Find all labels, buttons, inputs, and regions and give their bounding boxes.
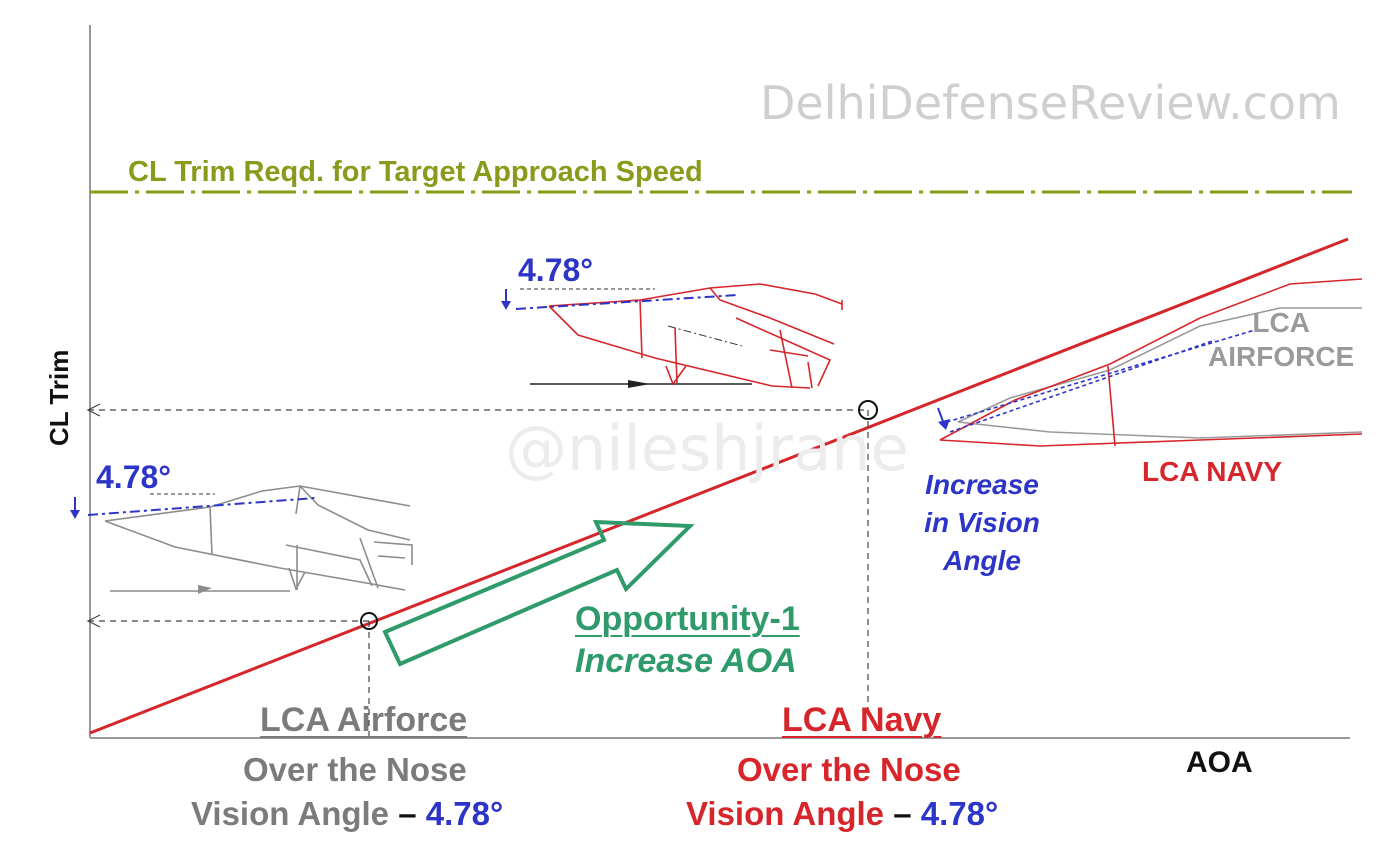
nose-vision-line-lower bbox=[949, 339, 1216, 433]
airforce-bottom-line2: Vision Angle – 4.78° bbox=[191, 797, 503, 830]
vision-increase-note: Increase in Vision Angle bbox=[924, 469, 1040, 576]
navy-bottom-line1: Over the Nose bbox=[737, 751, 961, 788]
navy-bottom-heading: LCA Navy bbox=[782, 701, 942, 739]
lca-navy-label: LCA NAVY bbox=[1142, 456, 1282, 487]
navy-body-axis bbox=[667, 325, 743, 347]
airforce-vision-angle-dash: – bbox=[398, 795, 417, 832]
nose-vision-line-upper bbox=[939, 329, 1256, 425]
y-axis-label: CL Trim bbox=[44, 349, 74, 446]
airforce-vision-line bbox=[87, 497, 316, 516]
navy-vision-angle-value: 4.78° bbox=[920, 795, 999, 832]
nose-frame-line bbox=[1107, 365, 1116, 447]
opportunity-arrow bbox=[382, 519, 695, 667]
airforce-bottom-heading: LCA Airforce bbox=[260, 701, 468, 739]
target-approach-label: CL Trim Reqd. for Target Approach Speed bbox=[128, 156, 703, 188]
cl-trim-trend-line bbox=[89, 237, 1349, 735]
navy-aircraft-sketch bbox=[548, 283, 843, 389]
navy-vision-line bbox=[515, 294, 739, 310]
navy-bottom-line2: Vision Angle – 4.78° bbox=[686, 797, 998, 830]
navy-nose-lower bbox=[939, 433, 1363, 447]
site-watermark: DelhiDefenseReview.com bbox=[760, 76, 1341, 130]
airforce-operating-point bbox=[360, 612, 378, 630]
navy-vision-angle-prefix: Vision Angle bbox=[686, 795, 885, 832]
handle-watermark: @nileshjrane bbox=[505, 412, 909, 485]
opportunity-subtitle: Increase AOA bbox=[575, 642, 797, 680]
airforce-bottom-line1: Over the Nose bbox=[243, 751, 467, 788]
airforce-aoa-arc bbox=[288, 567, 306, 592]
airforce-nose-outline bbox=[957, 307, 1362, 423]
vision-increase-arrowhead bbox=[938, 419, 950, 430]
nose-comparison-sketch bbox=[939, 278, 1363, 447]
airforce-velocity-arrow bbox=[198, 585, 212, 594]
navy-nose-outline bbox=[939, 278, 1363, 441]
navy-angle-value: 4.78° bbox=[518, 252, 594, 288]
navy-operating-point bbox=[858, 400, 878, 420]
airforce-vision-arrowhead bbox=[70, 510, 80, 519]
airforce-angle-value: 4.78° bbox=[96, 459, 172, 495]
lca-airforce-label: LCA AIRFORCE bbox=[1208, 307, 1355, 372]
x-axis-label: AOA bbox=[1186, 746, 1253, 779]
airforce-vision-angle-prefix: Vision Angle bbox=[191, 795, 390, 832]
airforce-vision-angle-value: 4.78° bbox=[425, 795, 504, 832]
navy-velocity-arrow bbox=[628, 380, 650, 388]
navy-aoa-arc bbox=[665, 365, 687, 386]
navy-vision-arrowhead bbox=[501, 301, 511, 310]
opportunity-title: Opportunity-1 bbox=[575, 600, 800, 638]
airforce-nose-lower bbox=[957, 421, 1363, 439]
navy-vision-angle-dash: – bbox=[893, 795, 912, 832]
navy-projection-arrowhead bbox=[86, 403, 101, 417]
airforce-projection-arrowhead bbox=[86, 614, 101, 628]
